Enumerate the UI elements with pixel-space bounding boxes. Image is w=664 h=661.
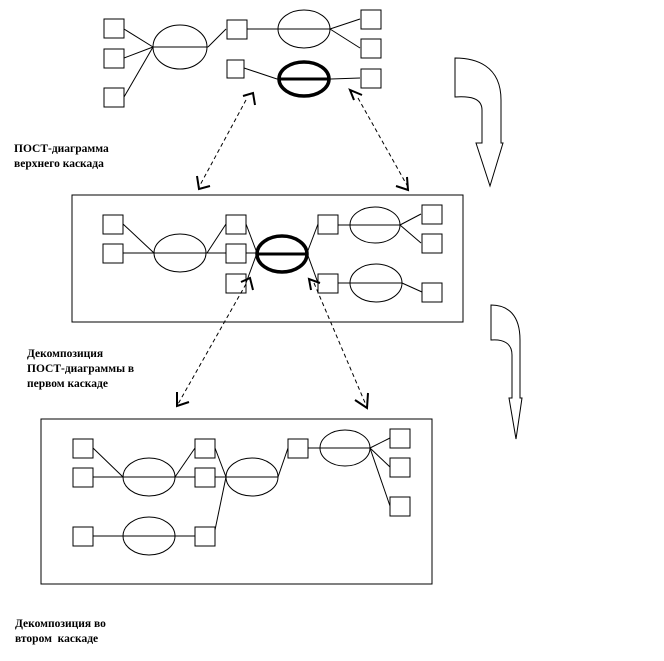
data-box xyxy=(360,68,382,89)
data-box xyxy=(72,438,94,459)
caption-line: втором каскаде xyxy=(15,633,99,645)
highlighted-process-ellipse xyxy=(255,234,309,274)
caption-line: Декомпозиция xyxy=(27,348,104,360)
data-box xyxy=(103,48,125,69)
process-ellipse xyxy=(122,516,176,556)
decomposition-arrows-1 xyxy=(196,88,410,192)
middle-cascade-diagram xyxy=(71,194,464,323)
process-ellipse xyxy=(277,9,331,49)
data-box xyxy=(194,467,216,488)
caption-line: ПОСТ-диаграмма xyxy=(14,143,109,155)
data-box xyxy=(360,38,382,59)
data-box xyxy=(287,438,309,459)
data-box xyxy=(226,59,245,79)
caption-line: ПОСТ-диаграммы в xyxy=(27,363,135,375)
data-box xyxy=(225,214,247,235)
data-box xyxy=(194,438,216,459)
data-box xyxy=(421,282,443,303)
data-box xyxy=(72,467,94,488)
data-box xyxy=(317,273,339,294)
process-ellipse xyxy=(225,457,279,497)
decomposition-arrows-2 xyxy=(176,276,369,410)
process-ellipse xyxy=(349,263,403,303)
data-box xyxy=(194,526,216,547)
data-box xyxy=(225,273,247,294)
bottom-cascade-diagram xyxy=(40,418,433,585)
curved-arrow-icon xyxy=(454,57,504,188)
data-box xyxy=(389,457,411,478)
process-ellipse xyxy=(349,206,401,244)
caption-line: Декомпозиция во xyxy=(15,618,106,630)
data-box xyxy=(389,428,411,449)
caption-first-cascade: Декомпозиция ПОСТ-диаграммы в первом кас… xyxy=(27,347,134,392)
curved-arrow-icon xyxy=(490,304,523,440)
process-ellipse xyxy=(319,429,371,467)
caption-line: верхнего каскада xyxy=(14,158,104,170)
data-box xyxy=(102,243,124,264)
data-box xyxy=(103,18,125,39)
data-box xyxy=(421,204,443,225)
data-box xyxy=(389,496,411,517)
top-cascade-diagram xyxy=(103,9,382,108)
data-box xyxy=(103,87,125,108)
data-box xyxy=(226,19,248,40)
data-box xyxy=(102,214,124,235)
caption-top-cascade: ПОСТ-диаграмма верхнего каскада xyxy=(14,142,109,172)
data-box xyxy=(225,243,247,264)
process-ellipse xyxy=(122,457,176,497)
cascade-frame xyxy=(71,194,464,323)
caption-line: первом каскаде xyxy=(27,378,108,390)
data-box xyxy=(360,9,382,30)
data-box xyxy=(72,526,94,547)
cascade-frame xyxy=(40,418,433,585)
data-box xyxy=(421,233,443,254)
process-ellipse xyxy=(152,24,208,70)
process-ellipse xyxy=(153,233,207,273)
data-box xyxy=(317,214,339,235)
caption-second-cascade: Декомпозиция во втором каскаде xyxy=(15,617,106,647)
